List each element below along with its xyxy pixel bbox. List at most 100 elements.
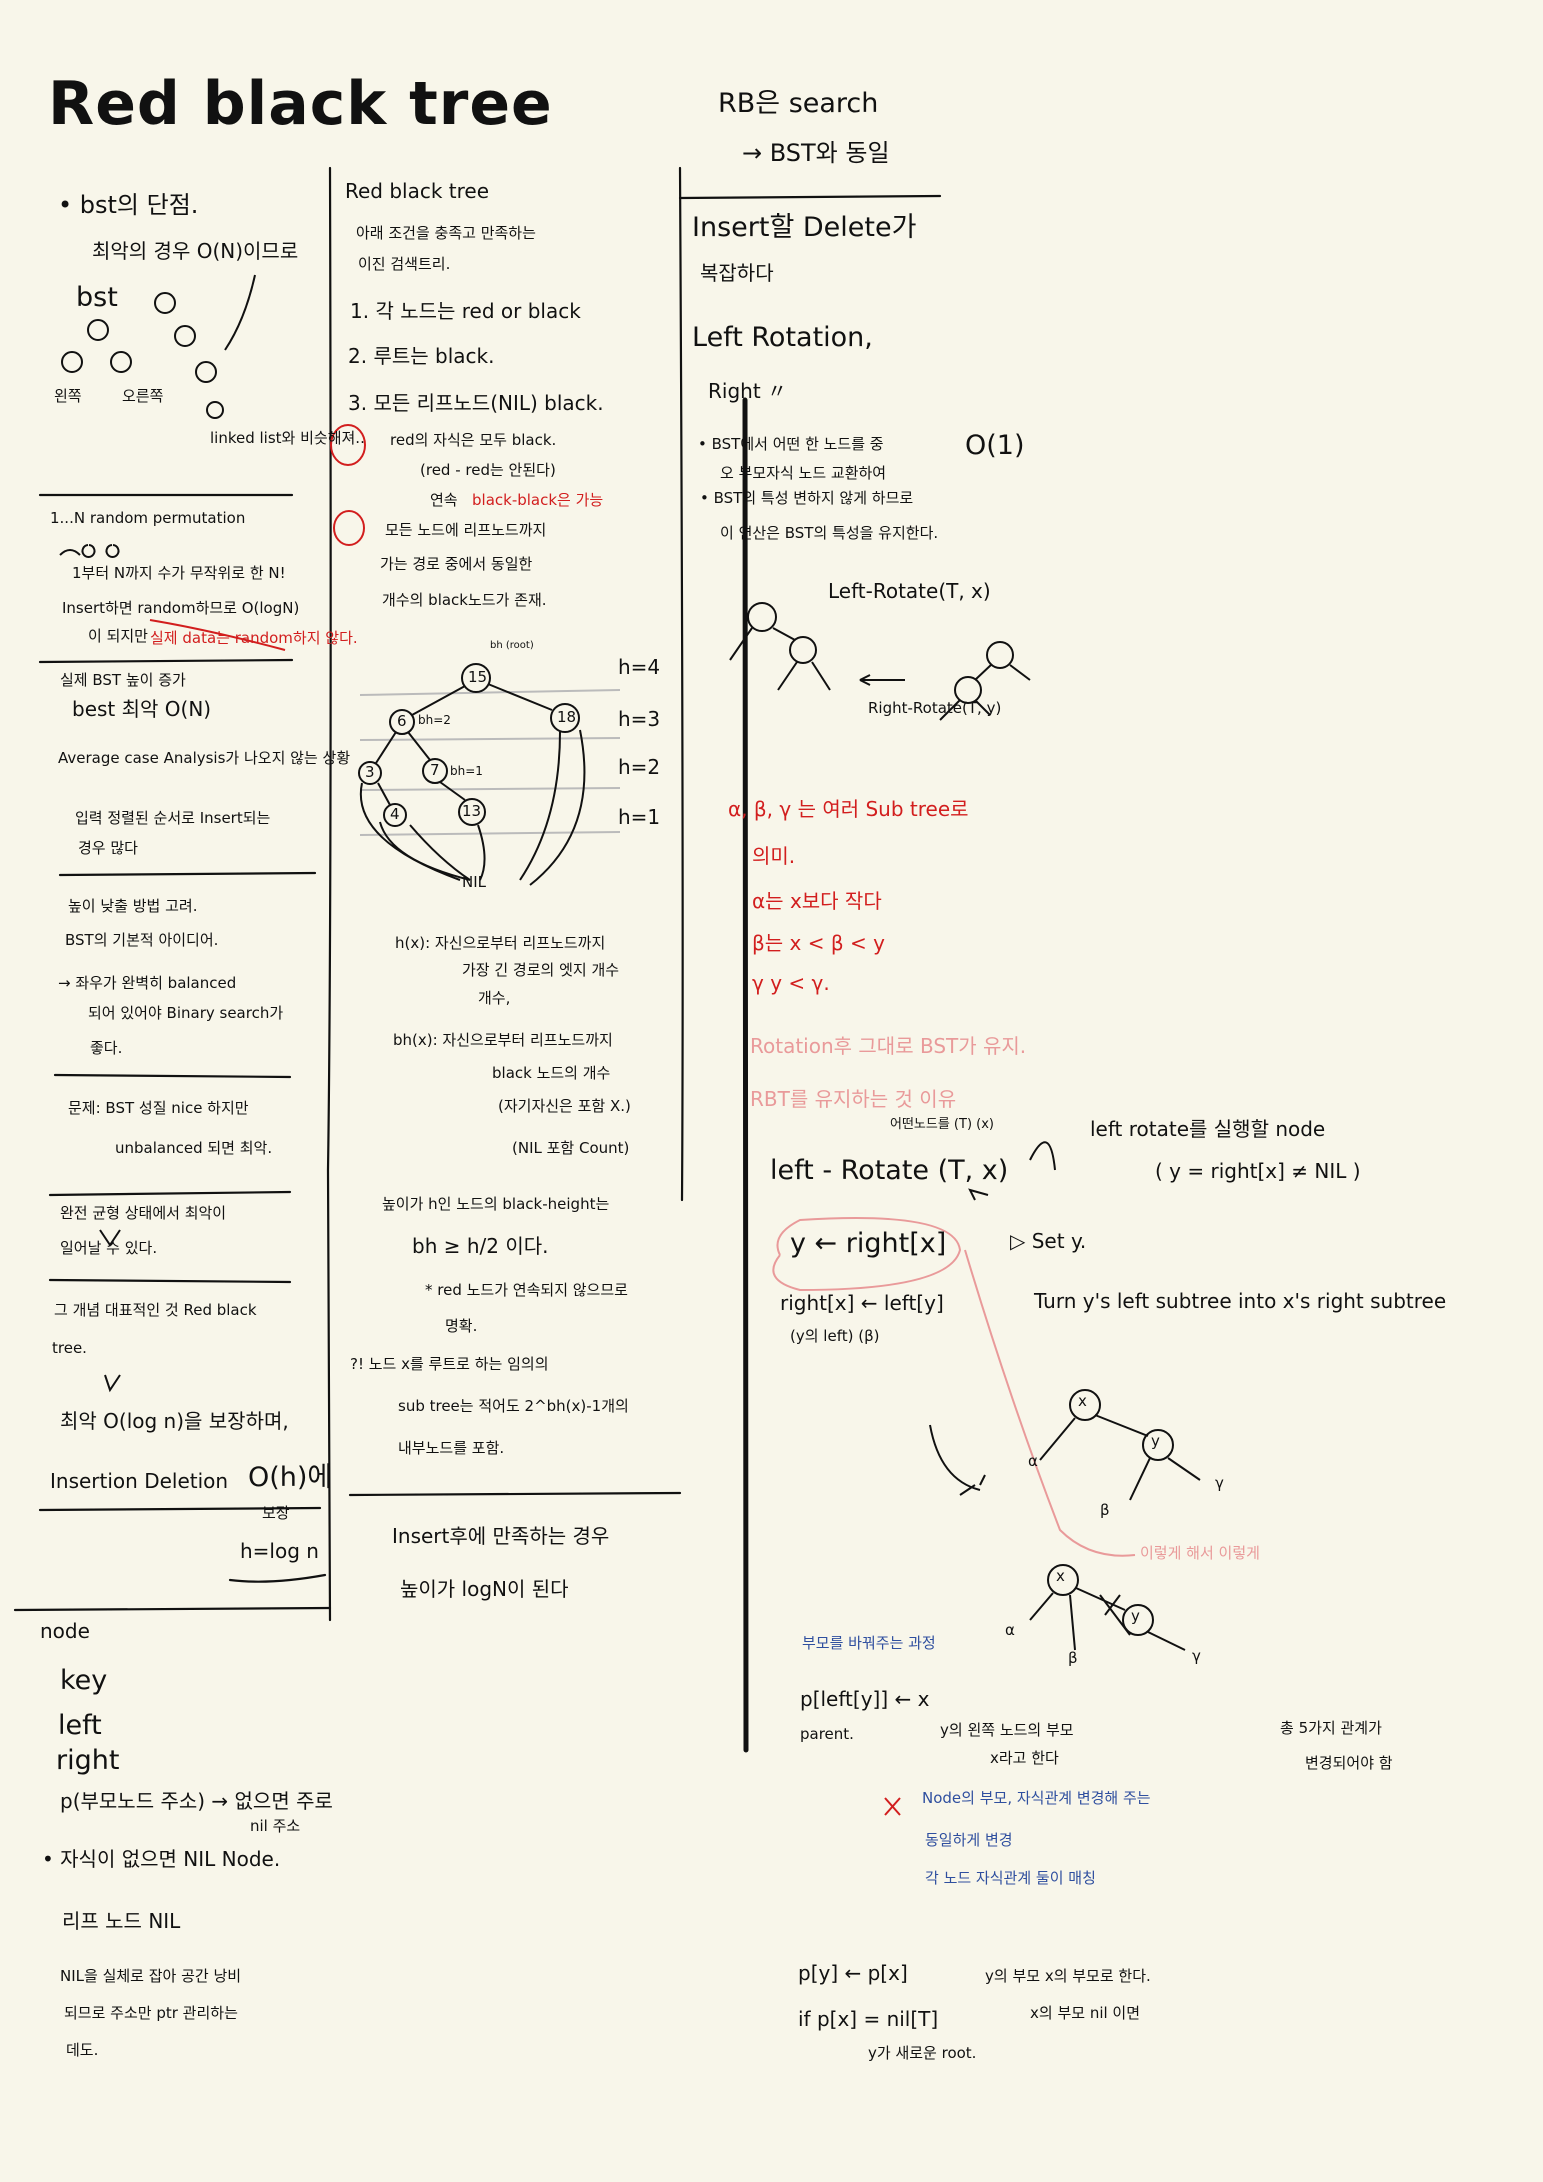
blue-note-3: 동일하게 변경: [925, 1831, 1013, 1849]
sub-line-1: ?! 노드 x를 루트로 하는 임의의: [350, 1355, 549, 1373]
column-divider-mid: [678, 166, 684, 1202]
inequality-2: β는 x < β < y: [752, 931, 885, 955]
node-label-15: 15: [468, 668, 488, 686]
red-mark-5: [333, 510, 365, 546]
node-13: [458, 798, 486, 826]
rbt-intro-2: 이진 검색트리.: [358, 255, 451, 273]
bhx-line-1: bh(x): 자신으로부터 리프노드까지: [393, 1031, 613, 1049]
h-label-2: h=2: [618, 755, 661, 779]
avg-line-2: 입력 정렬된 순서로 Insert되는: [75, 809, 271, 827]
diag-gamma-2: γ: [1192, 1647, 1201, 1665]
if-comment: x의 부모 nil 이면: [1030, 2004, 1141, 2022]
bhx-line-3: (자기자신은 포함 X.): [498, 1097, 631, 1115]
rotation-diagram: [729, 602, 1201, 1651]
y-note-2: x라고 한다: [990, 1749, 1059, 1767]
pink-note-1: Rotation후 그대로 BST가 유지.: [750, 1034, 1027, 1058]
node-4: [383, 803, 407, 827]
worst-case: best 최악 O(N): [72, 697, 212, 721]
right-note-1: 총 5가지 관계가: [1280, 1719, 1382, 1737]
sub-line-2: sub tree는 적어도 2^bh(x)-1개의: [398, 1397, 629, 1415]
bst-sketch: [59, 274, 256, 1393]
random-line-2: 1부터 N까지 수가 무작위로 한 N!: [72, 564, 286, 582]
nil-tree-label: NIL: [462, 873, 487, 891]
balance-line-4: 되어 있어야 Binary search가: [88, 1004, 284, 1022]
node-left: left: [58, 1710, 102, 1741]
p-comment: y의 부모 x의 부모로 한다.: [985, 1967, 1151, 1985]
balance-line-2: BST의 기본적 아이디어.: [65, 931, 219, 949]
linked-list-note: linked list와 비슷해져..: [210, 429, 365, 447]
diag-x-1: x: [1078, 1392, 1087, 1410]
bhx-line-4: (NIL 포함 Count): [512, 1139, 630, 1157]
node-18: [550, 703, 580, 733]
h-label-4: h=4: [618, 655, 661, 679]
diag-alpha-1: α: [1028, 1452, 1038, 1470]
blue-note-4: 각 노드 자식관계 둘이 매칭: [925, 1869, 1096, 1887]
rbt-line-1: 그 개념 대표적인 것 Red black: [54, 1301, 257, 1319]
node-parent-2: nil 주소: [250, 1817, 301, 1835]
set-y-comment: ▷ Set y.: [1010, 1229, 1087, 1253]
alpha-beta-line-1: α, β, γ 는 여러 Sub tree로: [728, 797, 969, 821]
turn-comment: Turn y's left subtree into x's right sub…: [1034, 1289, 1447, 1313]
right-note-2: 변경되어야 함: [1305, 1754, 1393, 1772]
y-note-1: y의 왼쪽 노드의 부모: [940, 1721, 1074, 1739]
node-label-7: 7: [430, 761, 440, 779]
nil-note-3: 데도.: [66, 2041, 99, 2059]
node-label-3: 3: [365, 763, 375, 781]
rule-4-b: (red - red는 안된다): [420, 461, 556, 479]
problem-line-1: 문제: BST 성질 nice 하지만: [68, 1099, 249, 1117]
sub-line-3: 내부노드를 포함.: [398, 1439, 505, 1457]
diag-beta-1: β: [1100, 1501, 1110, 1519]
rb-search-note: → BST와 동일: [742, 139, 890, 167]
rbt-intro-1: 아래 조건을 충족고 만족하는: [356, 224, 536, 242]
nil-child: • 자식이 없으면 NIL Node.: [42, 1847, 281, 1871]
red-mark-4: [330, 424, 366, 466]
insert-delete-heading-2: 복잡하다: [700, 261, 774, 285]
rule-2: 2. 루트는 black.: [348, 344, 495, 368]
rb-tree-diagram: [358, 663, 621, 886]
right-x-code: right[x] ← left[y]: [780, 1291, 944, 1315]
bh2-label: bh=2: [418, 713, 451, 727]
if-code: if p[x] = nil[T]: [798, 2007, 939, 2031]
random-red-note: 실제 data는 random하지 않다.: [150, 629, 358, 647]
random-line-1: 1...N random permutation: [50, 509, 246, 527]
left-rotate-cond: ( y = right[x] ≠ NIL ): [1155, 1159, 1361, 1183]
right-rotate-call: Right-Rotate(T, y): [868, 699, 1002, 717]
node-3: [358, 761, 382, 785]
hx-line-3: 개수,: [478, 989, 511, 1007]
bh1-label: bh=1: [450, 764, 483, 778]
height-line-4: 명확.: [445, 1317, 478, 1335]
bound-label: 보장: [262, 1504, 290, 1522]
problem-line-2: unbalanced 되면 최악.: [115, 1139, 273, 1157]
rotation-bullet-4: 이 연산은 BST의 특성을 유지한다.: [720, 524, 939, 542]
h-label-3: h=3: [618, 707, 661, 731]
bst-height: 실제 BST 높이 증가: [60, 671, 186, 689]
right-x-sub: (y의 left) (β): [790, 1327, 880, 1345]
insert-delete: Insertion Deletion: [50, 1469, 229, 1493]
nil-note-2: 되므로 주소만 ptr 관리하는: [64, 2004, 238, 2022]
set-y-code: y ← right[x]: [790, 1228, 947, 1259]
random-line-4: 이 되지만: [88, 627, 148, 645]
column-divider-thick: [742, 397, 750, 1753]
diag-alpha-2: α: [1005, 1621, 1015, 1639]
diag-y-2: y: [1131, 1607, 1140, 1625]
left-rotate-note: left rotate를 실행할 node: [1090, 1117, 1326, 1141]
balance-line-1: 높이 낮출 방법 고려.: [68, 897, 198, 915]
pink-note-2: RBT를 유지하는 것 이유: [750, 1087, 957, 1111]
right-rotation-label: Right 〃: [708, 379, 788, 403]
diag-beta-2: β: [1068, 1649, 1078, 1667]
blue-note-1: 부모를 바꿔주는 과정: [802, 1634, 936, 1652]
height-line-3: * red 노드가 연속되지 않으므로: [425, 1281, 628, 1299]
rotation-bullet-3: • BST의 특성 변하지 않게 하므로: [700, 489, 914, 507]
node-parent: p(부모노드 주소) → 없으면 주로: [60, 1789, 333, 1813]
inequality-3: γ y < γ.: [752, 971, 830, 995]
bhx-line-2: black 노드의 개수: [492, 1064, 611, 1082]
rule-5-c: 개수의 black노드가 존재.: [382, 591, 547, 609]
o-h-bound: O(h)에: [248, 1462, 333, 1493]
node-heading: node: [40, 1619, 90, 1643]
leaf-nil: 리프 노드 NIL: [62, 1909, 181, 1933]
pink-arrow-note: 이렇게 해서 이렇게: [1140, 1544, 1260, 1562]
balance-line-3: → 좌우가 완벽히 balanced: [58, 974, 237, 992]
rbt-line-2: tree.: [52, 1339, 87, 1357]
left-rotation-label: Left Rotation,: [692, 322, 873, 353]
node-label-18: 18: [557, 708, 577, 726]
